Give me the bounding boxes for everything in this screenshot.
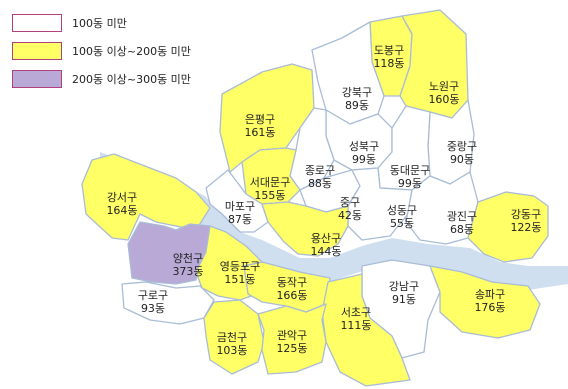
district-count: 99동: [397, 177, 423, 190]
district-name: 은평구: [244, 113, 276, 126]
district-gangseo: [81, 153, 211, 241]
district-name: 관악구: [276, 329, 308, 342]
district-count: 111동: [340, 319, 372, 332]
district-songpa: [429, 265, 541, 339]
district-count: 373동: [172, 265, 204, 278]
district-name: 서대문구: [249, 176, 291, 189]
district-name: 중구: [339, 196, 361, 209]
district-count: 155동: [254, 189, 286, 202]
district-name: 도봉구: [373, 44, 405, 57]
district-name: 영등포구: [219, 260, 261, 273]
district-count: 118동: [373, 57, 405, 70]
district-gwanak: [257, 303, 327, 375]
district-name: 마포구: [224, 200, 256, 213]
district-name: 서초구: [340, 306, 372, 319]
district-yongsan: [261, 201, 349, 257]
district-seongdong: [347, 167, 413, 241]
district-name: 성동구: [386, 204, 418, 217]
legend-swatch: [12, 42, 62, 60]
district-count: 93동: [140, 302, 166, 315]
district-count: 42동: [337, 209, 363, 222]
district-count: 161동: [244, 126, 276, 139]
legend-label: 200동 이상~300동 미만: [72, 73, 191, 86]
legend-label: 100동 이상~200동 미만: [72, 45, 191, 58]
district-name: 양천구: [172, 252, 204, 265]
district-name: 송파구: [474, 288, 506, 301]
district-name: 강남구: [388, 280, 420, 293]
district-count: 160동: [428, 93, 460, 106]
district-count: 164동: [106, 204, 138, 217]
map-legend: 100동 미만 100동 이상~200동 미만 200동 이상~300동 미만: [12, 14, 232, 98]
district-name: 강동구: [510, 208, 542, 221]
district-name: 강서구: [106, 191, 138, 204]
district-name: 용산구: [310, 232, 342, 245]
han-river: [100, 152, 568, 290]
district-count: 125동: [276, 342, 308, 355]
district-count: 122동: [510, 221, 542, 234]
district-name: 종로구: [304, 164, 336, 177]
district-count: 89동: [344, 99, 370, 112]
district-count: 55동: [389, 217, 415, 230]
district-name: 광진구: [446, 210, 478, 223]
district-count: 103동: [216, 344, 248, 357]
district-count: 176동: [474, 301, 506, 314]
district-gangdong: [467, 191, 549, 263]
district-count: 166동: [276, 289, 308, 302]
legend-swatch: [12, 70, 62, 88]
district-eunpyeong: [219, 63, 315, 173]
legend-item: 100동 미만: [12, 14, 232, 42]
legend-swatch: [12, 14, 62, 32]
district-count: 88동: [307, 177, 333, 190]
district-name: 노원구: [428, 80, 460, 93]
district-name: 동대문구: [389, 164, 431, 177]
district-name: 강북구: [341, 86, 373, 99]
district-name: 구로구: [137, 289, 169, 302]
district-count: 91동: [391, 293, 417, 306]
district-count: 151동: [224, 273, 256, 286]
district-geumcheon: [203, 299, 265, 375]
district-count: 144동: [310, 245, 342, 258]
district-shapes: [81, 9, 549, 387]
legend-label: 100동 미만: [72, 17, 127, 30]
district-name: 중랑구: [446, 140, 478, 153]
district-name: 동작구: [276, 276, 308, 289]
legend-item: 100동 이상~200동 미만: [12, 42, 232, 70]
legend-item: 200동 이상~300동 미만: [12, 70, 232, 98]
district-name: 금천구: [216, 331, 248, 344]
district-count: 68동: [449, 223, 475, 236]
district-count: 99동: [351, 153, 377, 166]
district-mapo: [205, 169, 269, 233]
district-gangbuk: [311, 21, 385, 125]
district-count: 90동: [449, 153, 475, 166]
district-name: 성북구: [348, 140, 380, 153]
district-count: 87동: [227, 213, 253, 226]
